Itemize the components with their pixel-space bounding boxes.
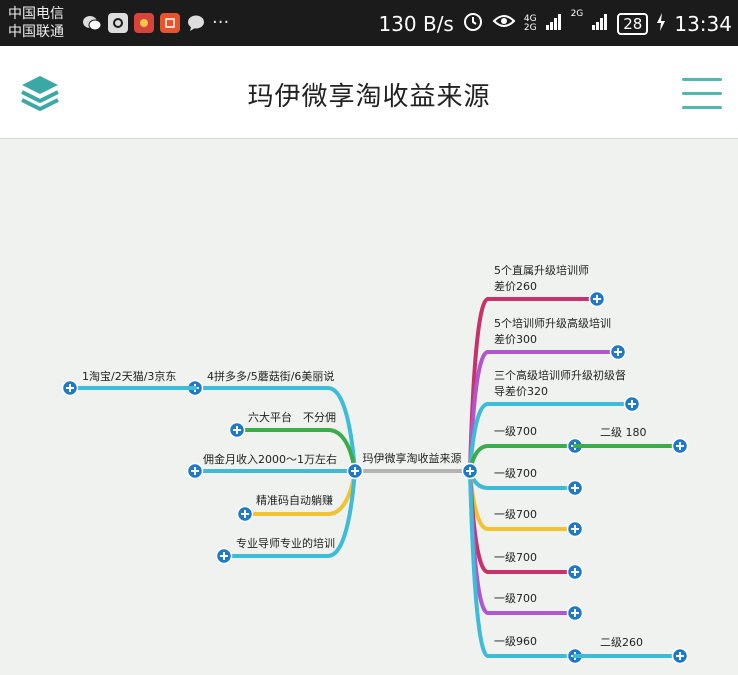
left-branch-label: 精准码自动躺赚 xyxy=(256,493,333,507)
right-branch-label: 一级700 xyxy=(494,592,537,605)
right-branch-curve xyxy=(468,469,490,658)
left-sub-label: 1淘宝/2天猫/3京东 xyxy=(82,369,176,383)
root-right-plus-icon[interactable] xyxy=(461,462,479,480)
right-sub-label: 二级 180 xyxy=(600,426,647,439)
plus-sign xyxy=(571,568,579,576)
eye-icon xyxy=(492,11,516,36)
plus-sign xyxy=(593,295,601,303)
left-branch-label: 4拼多多/5蘑菇街/6美丽说 xyxy=(207,369,334,383)
left-branch-label: 六大平台 不分佣 xyxy=(248,410,336,424)
right-sub-plus-icon[interactable] xyxy=(671,437,689,455)
left-branch-curve xyxy=(326,469,357,558)
wechat-icon xyxy=(82,13,102,33)
right-branch-label: 一级700 xyxy=(494,508,537,521)
plus-sign xyxy=(351,467,359,475)
right-branch-plus-icon[interactable] xyxy=(566,563,584,581)
right-branch-plus-icon[interactable] xyxy=(609,343,627,361)
carrier-2: 中国联通 xyxy=(8,24,64,40)
battery-level: 28 xyxy=(617,12,649,35)
plus-sign xyxy=(66,384,74,392)
right-branch-label: 5个直属升级培训师 xyxy=(494,263,589,277)
system-status: 130 B/s 4G 2G 2G 28 13:34 xyxy=(378,10,732,37)
left-sub-plus-icon[interactable] xyxy=(61,379,79,397)
clock-time: 13:34 xyxy=(674,11,732,36)
more-notifications-icon: ··· xyxy=(212,12,230,33)
network-type: 4G 2G xyxy=(523,13,537,33)
charging-icon xyxy=(656,12,666,36)
signal-icon-1 xyxy=(545,12,563,36)
root-left-plus-icon[interactable] xyxy=(346,462,364,480)
right-branch-label: 差价300 xyxy=(494,332,537,346)
right-branch-plus-icon[interactable] xyxy=(623,395,641,413)
network-speed: 130 B/s xyxy=(378,11,454,36)
right-branch-label: 5个培训师升级高级培训 xyxy=(494,316,611,330)
right-branch-curve xyxy=(468,402,490,473)
left-branch-label: 专业导师专业的培训 xyxy=(236,536,335,550)
right-branch-label: 一级960 xyxy=(494,635,537,648)
left-branch-label: 佣金月收入2000～1万左右 xyxy=(203,452,337,466)
carrier-1: 中国电信 xyxy=(8,6,64,22)
hamburger-menu-button[interactable] xyxy=(682,76,722,109)
plus-sign xyxy=(571,484,579,492)
right-branch-plus-icon[interactable] xyxy=(566,520,584,538)
plus-sign xyxy=(241,510,249,518)
app-header: 玛伊微享淘收益来源 xyxy=(0,46,738,139)
plus-sign xyxy=(614,348,622,356)
left-branch-plus-icon[interactable] xyxy=(236,505,254,523)
page-title: 玛伊微享淘收益来源 xyxy=(247,82,491,112)
right-sub-plus-icon[interactable] xyxy=(671,647,689,665)
right-branch-plus-icon[interactable] xyxy=(566,604,584,622)
right-branch-plus-icon[interactable] xyxy=(566,479,584,497)
weibo-icon xyxy=(134,12,154,33)
right-branch-label: 一级700 xyxy=(494,425,537,438)
signal-icon-2 xyxy=(591,12,609,36)
alarm-icon xyxy=(462,10,484,37)
root-node-label: 玛伊微享淘收益来源 xyxy=(363,451,462,465)
network-type-2: 2G xyxy=(570,9,584,19)
right-branch-label: 三个高级培训师升级初级督 xyxy=(494,368,626,382)
plus-sign xyxy=(571,609,579,617)
right-sub-label: 二级260 xyxy=(600,636,643,649)
left-branch-plus-icon[interactable] xyxy=(186,462,204,480)
menu-line-icon xyxy=(682,92,722,95)
plus-sign xyxy=(676,652,684,660)
right-branch-label: 导差价320 xyxy=(494,384,548,398)
menu-line-icon xyxy=(682,106,722,109)
notification-icons: ··· xyxy=(82,12,229,33)
mind-map-canvas: 玛伊微享淘收益来源 4拼多多/5蘑菇街/6美丽说六大平台 不分佣佣金月收入2000… xyxy=(0,139,738,671)
plus-sign xyxy=(628,400,636,408)
plus-sign xyxy=(571,525,579,533)
right-branch-label: 一级700 xyxy=(494,467,537,480)
plus-sign xyxy=(220,552,228,560)
menu-line-icon xyxy=(682,78,722,81)
plus-sign xyxy=(466,467,474,475)
status-bar: 中国电信 中国联通 ··· 130 B/s 4G 2G xyxy=(0,0,738,46)
plus-sign xyxy=(191,467,199,475)
right-branch-label: 一级700 xyxy=(494,551,537,564)
app-icon xyxy=(108,12,128,33)
left-branch-curve xyxy=(326,386,357,473)
carrier-info: 中国电信 中国联通 xyxy=(8,5,64,41)
layers-icon[interactable] xyxy=(20,74,60,112)
plus-sign xyxy=(676,442,684,450)
plus-sign xyxy=(233,426,241,434)
right-branch-plus-icon[interactable] xyxy=(588,290,606,308)
taobao-icon xyxy=(160,12,180,33)
left-branch-plus-icon[interactable] xyxy=(228,421,246,439)
left-branch-plus-icon[interactable] xyxy=(215,547,233,565)
chat-icon xyxy=(186,13,206,33)
right-branch-label: 差价260 xyxy=(494,279,537,293)
